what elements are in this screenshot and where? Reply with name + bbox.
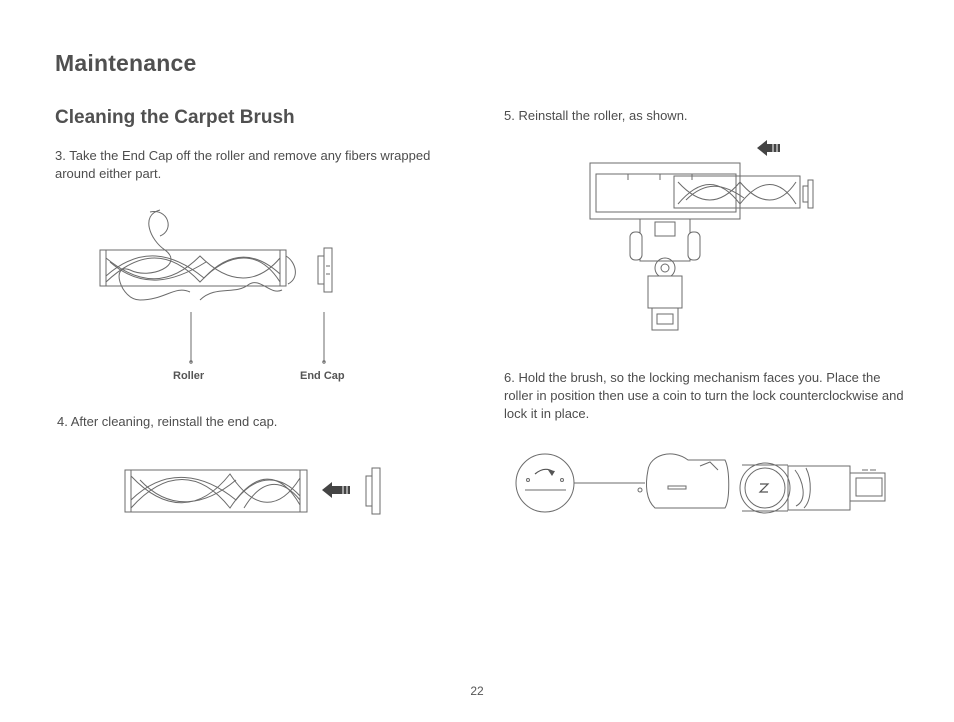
end-cap-label: End Cap — [300, 370, 345, 382]
step-6-text: 6. Hold the brush, so the locking mechan… — [504, 370, 904, 421]
roller-label: Roller — [173, 370, 205, 382]
step-3-text: 3. Take the End Cap off the roller and r… — [55, 148, 431, 181]
section-title: Cleaning the Carpet Brush — [55, 107, 295, 128]
page-title: Maintenance — [55, 50, 197, 76]
step-5-text: 5. Reinstall the roller, as shown. — [504, 108, 688, 123]
page-number: 22 — [470, 684, 484, 698]
step-4-text: 4. After cleaning, reinstall the end cap… — [57, 414, 278, 429]
